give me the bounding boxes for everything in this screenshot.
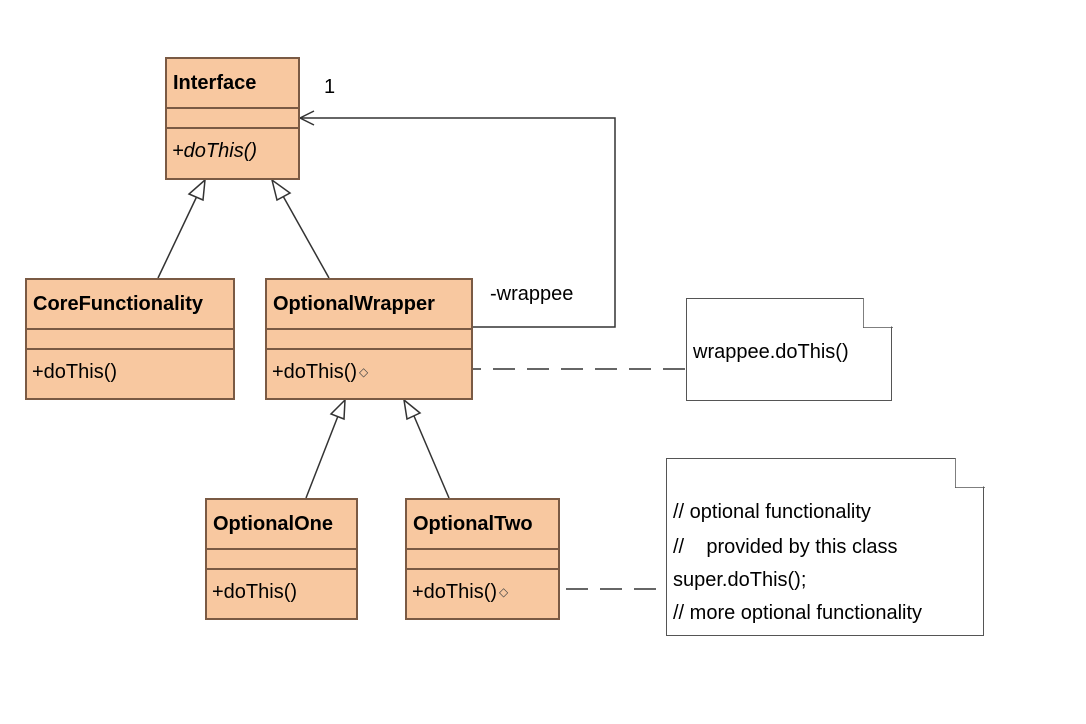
- note-line-3: super.doThis();: [673, 569, 807, 591]
- diamond-icon: ◇: [499, 585, 509, 599]
- operation-row: +doThis() ◇: [407, 570, 558, 614]
- attributes-compartment: [167, 109, 298, 129]
- note-fold-icon: [954, 457, 985, 488]
- wrapper-to-interface-arrowhead: [270, 178, 292, 202]
- interface-class[interactable]: Interface +doThis(): [165, 57, 300, 180]
- core-to-interface-arrowhead: [187, 178, 206, 202]
- diamond-icon: ◇: [359, 365, 369, 379]
- operation: +doThis(): [212, 580, 298, 603]
- note-line-4: // more optional functionality: [673, 602, 923, 624]
- wrappee-association-arrowhead: [298, 110, 315, 126]
- two-to-wrapper-edge: [413, 415, 450, 499]
- operation: +doThis(): [412, 580, 498, 603]
- multiplicity-label: 1: [324, 76, 336, 98]
- role-label: -wrappee: [490, 283, 574, 305]
- note-line-1: // optional functionality: [673, 501, 871, 523]
- wrapper-to-interface-edge: [282, 195, 330, 279]
- class-name: OptionalTwo: [407, 500, 558, 550]
- core-functionality-class[interactable]: CoreFunctionality +doThis(): [25, 278, 235, 400]
- class-name: OptionalWrapper: [267, 280, 471, 330]
- attributes-compartment: [267, 330, 471, 350]
- attributes-compartment: [207, 550, 356, 570]
- two-to-wrapper-arrowhead: [402, 398, 422, 421]
- operation: +doThis(): [172, 139, 258, 162]
- optional-two-class[interactable]: OptionalTwo +doThis() ◇: [405, 498, 560, 620]
- note-line-2: // provided by this class: [673, 536, 898, 558]
- attributes-compartment: [407, 550, 558, 570]
- attributes-compartment: [27, 330, 233, 350]
- note-fold-icon: [862, 297, 893, 328]
- class-name: Interface: [167, 59, 298, 109]
- operation: +doThis(): [32, 360, 118, 383]
- optional-one-class[interactable]: OptionalOne +doThis(): [205, 498, 358, 620]
- one-to-wrapper-edge: [305, 415, 339, 499]
- optional-two-note[interactable]: // optional functionality // provided by…: [666, 457, 985, 636]
- wrappee-association-edge: [300, 117, 616, 328]
- operation-row: +doThis() ◇: [267, 350, 471, 394]
- core-to-interface-edge: [157, 195, 198, 279]
- operation: +doThis(): [272, 360, 358, 383]
- wrapper-note[interactable]: wrappee.doThis(): [686, 297, 893, 401]
- class-name: OptionalOne: [207, 500, 356, 550]
- one-to-wrapper-arrowhead: [329, 398, 346, 421]
- note-text: wrappee.doThis(): [693, 341, 849, 363]
- optional-wrapper-class[interactable]: OptionalWrapper +doThis() ◇: [265, 278, 473, 400]
- class-name: CoreFunctionality: [27, 280, 233, 330]
